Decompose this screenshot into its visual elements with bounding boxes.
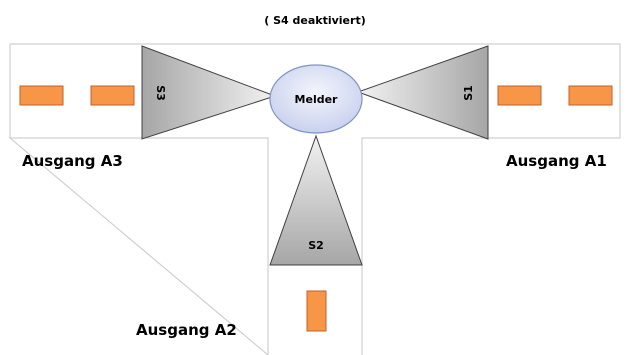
lane-dash [19,85,64,106]
sensor-s3: S3 [141,45,277,140]
corridor-outline [8,43,621,355]
lane-dash [568,85,613,106]
sensor-s2-label: S2 [308,239,324,252]
sensor-s2-beam [269,134,363,266]
detector-ellipse [269,64,363,134]
detector-label: Melder [295,93,339,106]
sensor-s1-label: S1 [462,85,475,101]
exit-a2-label: Ausgang A2 [136,321,237,339]
exit-a3-label: Ausgang A3 [22,152,123,170]
sensor-s1-beam [356,45,489,140]
lane-dash [306,290,327,332]
exit-a1-label: Ausgang A1 [506,152,607,170]
sensor-s2: S2 [269,134,363,266]
detector: Melder [269,64,363,134]
sensor-s3-label: S3 [154,85,167,101]
caption-text: ( S4 deaktiviert) [264,14,365,27]
sensor-s3-beam [141,45,277,140]
lane-dash [90,85,135,106]
lane-dash [497,85,542,106]
sensor-s1: S1 [356,45,489,140]
